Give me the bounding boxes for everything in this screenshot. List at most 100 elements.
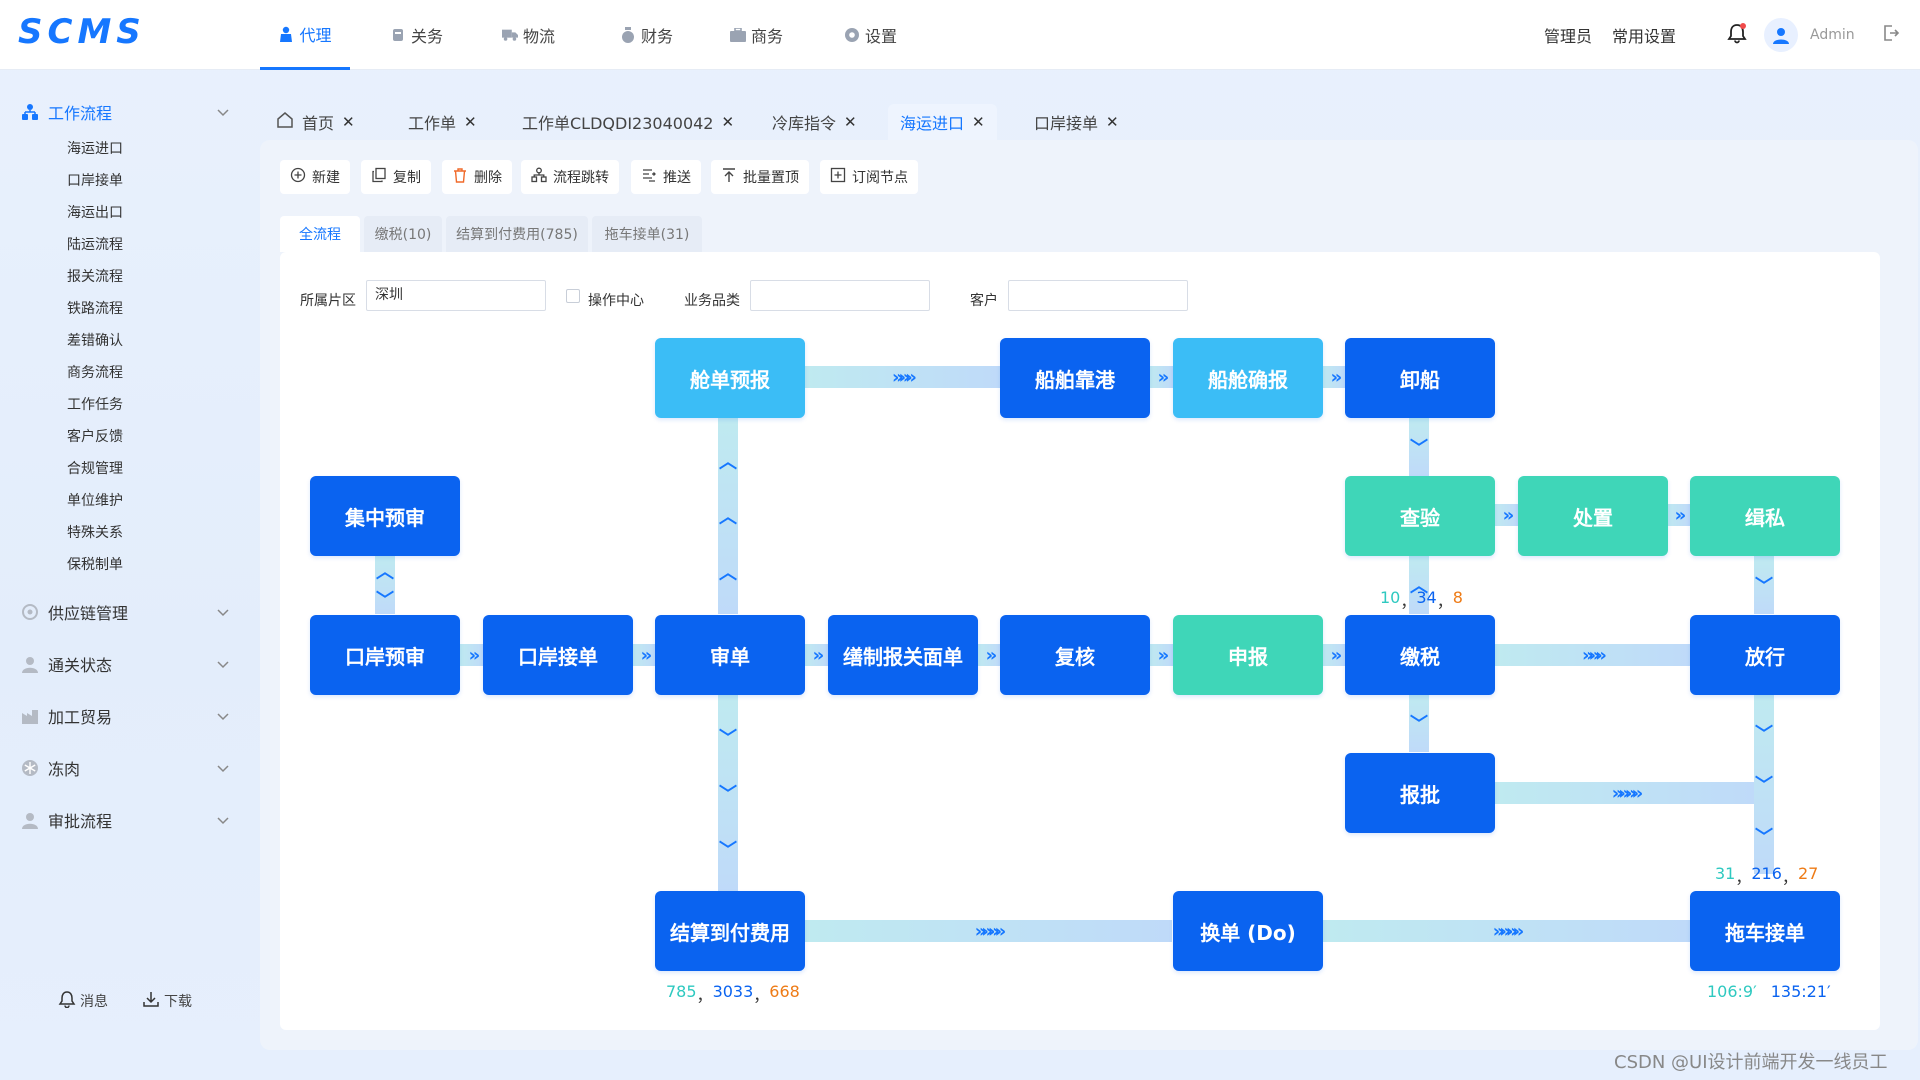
node-disposal[interactable]: 处置	[1518, 476, 1668, 556]
ops-center-label: 操作中心	[588, 293, 644, 309]
close-icon[interactable]: ✕	[1106, 113, 1119, 131]
node-hold-confirm[interactable]: 船舱确报	[1173, 338, 1323, 418]
node-release[interactable]: 放行	[1690, 615, 1840, 695]
sidebar-item-special-relation[interactable]: 特殊关系	[67, 525, 123, 541]
admin-link[interactable]: 管理员	[1544, 27, 1593, 46]
connector: »»»»	[1494, 782, 1756, 804]
subtab-tax[interactable]: 缴税(10)	[364, 216, 442, 252]
category-input[interactable]	[750, 280, 930, 311]
node-exchange-do[interactable]: 换单 (Do)	[1173, 891, 1323, 971]
nav-tab-settings[interactable]: 设置	[844, 0, 897, 70]
sidebar-group-clearance[interactable]: 通关状态	[0, 644, 256, 684]
sidebar-item-sea-import[interactable]: 海运进口	[67, 141, 123, 157]
sidebar-group-workflow[interactable]: 工作流程	[0, 92, 256, 132]
sidebar-group-supply-chain[interactable]: 供应链管理	[0, 592, 256, 632]
tab-work-order[interactable]: 工作单 ✕	[396, 104, 489, 140]
bell-icon	[1726, 22, 1748, 48]
region-input[interactable]: 深圳	[366, 280, 546, 311]
node-port-order[interactable]: 口岸接单	[483, 615, 633, 695]
subscribe-node-button[interactable]: 订阅节点	[820, 160, 918, 194]
node-inspection[interactable]: 查验	[1345, 476, 1495, 556]
sidebar-group-approval[interactable]: 审批流程	[0, 800, 256, 840]
stat-value[interactable]: 668	[769, 982, 800, 1001]
common-settings-link[interactable]: 常用设置	[1612, 27, 1677, 46]
push-button[interactable]: 推送	[631, 160, 701, 194]
nav-tab-customs[interactable]: 关务	[390, 0, 443, 70]
tab-home[interactable]: 首页 ✕	[264, 104, 367, 140]
stat-value[interactable]: 3033	[712, 982, 754, 1001]
sidebar-group-frozen-meat[interactable]: 冻肉	[0, 748, 256, 788]
tab-sea-import[interactable]: 海运进口 ✕	[888, 104, 997, 140]
nav-tab-business[interactable]: 商务	[730, 0, 783, 70]
flow-jump-button[interactable]: 流程跳转	[521, 160, 619, 194]
sidebar-item-land-flow[interactable]: 陆运流程	[67, 237, 123, 253]
stat-value[interactable]: 216	[1751, 864, 1782, 883]
sidebar-item-declare-flow[interactable]: 报关流程	[67, 269, 123, 285]
notification-button[interactable]	[1726, 0, 1748, 70]
subtab-trailer[interactable]: 拖车接单(31)	[592, 216, 702, 252]
customer-input[interactable]	[1008, 280, 1188, 311]
node-anti-smuggling[interactable]: 缉私	[1690, 476, 1840, 556]
node-trailer-order[interactable]: 拖车接单	[1690, 891, 1840, 971]
nav-tab-finance[interactable]: 财务	[620, 0, 673, 70]
node-document-review[interactable]: 审单	[655, 615, 805, 695]
node-central-precheck[interactable]: 集中预审	[310, 476, 460, 556]
stat-value[interactable]: 106:9′	[1707, 982, 1757, 1001]
sidebar-item-error-confirm[interactable]: 差错确认	[67, 333, 123, 349]
node-approval[interactable]: 报批	[1345, 753, 1495, 833]
ops-center-checkbox[interactable]	[566, 289, 580, 303]
user-menu[interactable]: Admin	[1764, 0, 1855, 70]
new-button[interactable]: 新建	[280, 160, 350, 194]
logout-button[interactable]	[1882, 0, 1900, 70]
nav-tab-logistics[interactable]: 物流	[502, 0, 555, 70]
stat-value[interactable]: 27	[1797, 864, 1819, 883]
messages-button[interactable]: 消息	[58, 990, 108, 1012]
tab-work-order-detail[interactable]: 工作单CLDQDI23040042 ✕	[510, 104, 746, 140]
node-recheck[interactable]: 复核	[1000, 615, 1150, 695]
node-declare[interactable]: 申报	[1173, 615, 1323, 695]
app-logo[interactable]: SCMS	[18, 12, 146, 52]
tab-label: 海运进口	[900, 114, 965, 133]
stat-value[interactable]: 10	[1380, 588, 1401, 607]
copy-button[interactable]: 复制	[361, 160, 431, 194]
sidebar-item-port-order[interactable]: 口岸接单	[67, 173, 123, 189]
delete-button[interactable]: 删除	[442, 160, 512, 194]
sidebar-item-compliance[interactable]: 合规管理	[67, 461, 123, 477]
close-icon[interactable]: ✕	[844, 113, 857, 131]
close-icon[interactable]: ✕	[721, 113, 735, 131]
node-settlement[interactable]: 结算到付费用	[655, 891, 805, 971]
node-vessel-berthing[interactable]: 船舶靠港	[1000, 338, 1150, 418]
subtab-settlement[interactable]: 结算到付费用(785)	[446, 216, 588, 252]
tab-label: 冷库指令	[772, 114, 837, 133]
node-manifest-forecast[interactable]: 舱单预报	[655, 338, 805, 418]
download-button[interactable]: 下载	[142, 990, 192, 1012]
node-tax-payment[interactable]: 缴税	[1345, 615, 1495, 695]
subtab-all-flow[interactable]: 全流程	[280, 216, 360, 252]
sidebar-group-processing-trade[interactable]: 加工贸易	[0, 696, 256, 736]
tab-cold-storage[interactable]: 冷库指令 ✕	[760, 104, 869, 140]
nav-tab-agent[interactable]: 代理	[260, 0, 350, 70]
tab-port-order[interactable]: 口岸接单 ✕	[1022, 104, 1131, 140]
sidebar-item-sea-export[interactable]: 海运出口	[67, 205, 123, 221]
stat-value[interactable]: 135:21′	[1770, 982, 1831, 1001]
sidebar-item-business-flow[interactable]: 商务流程	[67, 365, 123, 381]
close-icon[interactable]: ✕	[342, 113, 355, 131]
stat-value[interactable]: 785	[666, 982, 697, 1001]
chevron-down-icon	[216, 708, 230, 727]
sidebar-item-bonded-docs[interactable]: 保税制单	[67, 557, 123, 573]
node-unloading[interactable]: 卸船	[1345, 338, 1495, 418]
stat-value[interactable]: 8	[1452, 588, 1463, 607]
batch-top-button[interactable]: 批量置顶	[711, 160, 809, 194]
copy-icon	[371, 167, 387, 187]
sidebar-item-unit-maintain[interactable]: 单位维护	[67, 493, 123, 509]
sidebar-item-work-task[interactable]: 工作任务	[67, 397, 123, 413]
bell-icon	[58, 990, 76, 1012]
node-port-precheck[interactable]: 口岸预审	[310, 615, 460, 695]
stat-value[interactable]: 34	[1416, 588, 1437, 607]
node-prepare-declaration[interactable]: 缮制报关面单	[828, 615, 978, 695]
close-icon[interactable]: ✕	[464, 113, 477, 131]
stat-value[interactable]: 31	[1715, 864, 1736, 883]
sidebar-item-feedback[interactable]: 客户反馈	[67, 429, 123, 445]
close-icon[interactable]: ✕	[972, 113, 985, 131]
sidebar-item-rail-flow[interactable]: 铁路流程	[67, 301, 123, 317]
